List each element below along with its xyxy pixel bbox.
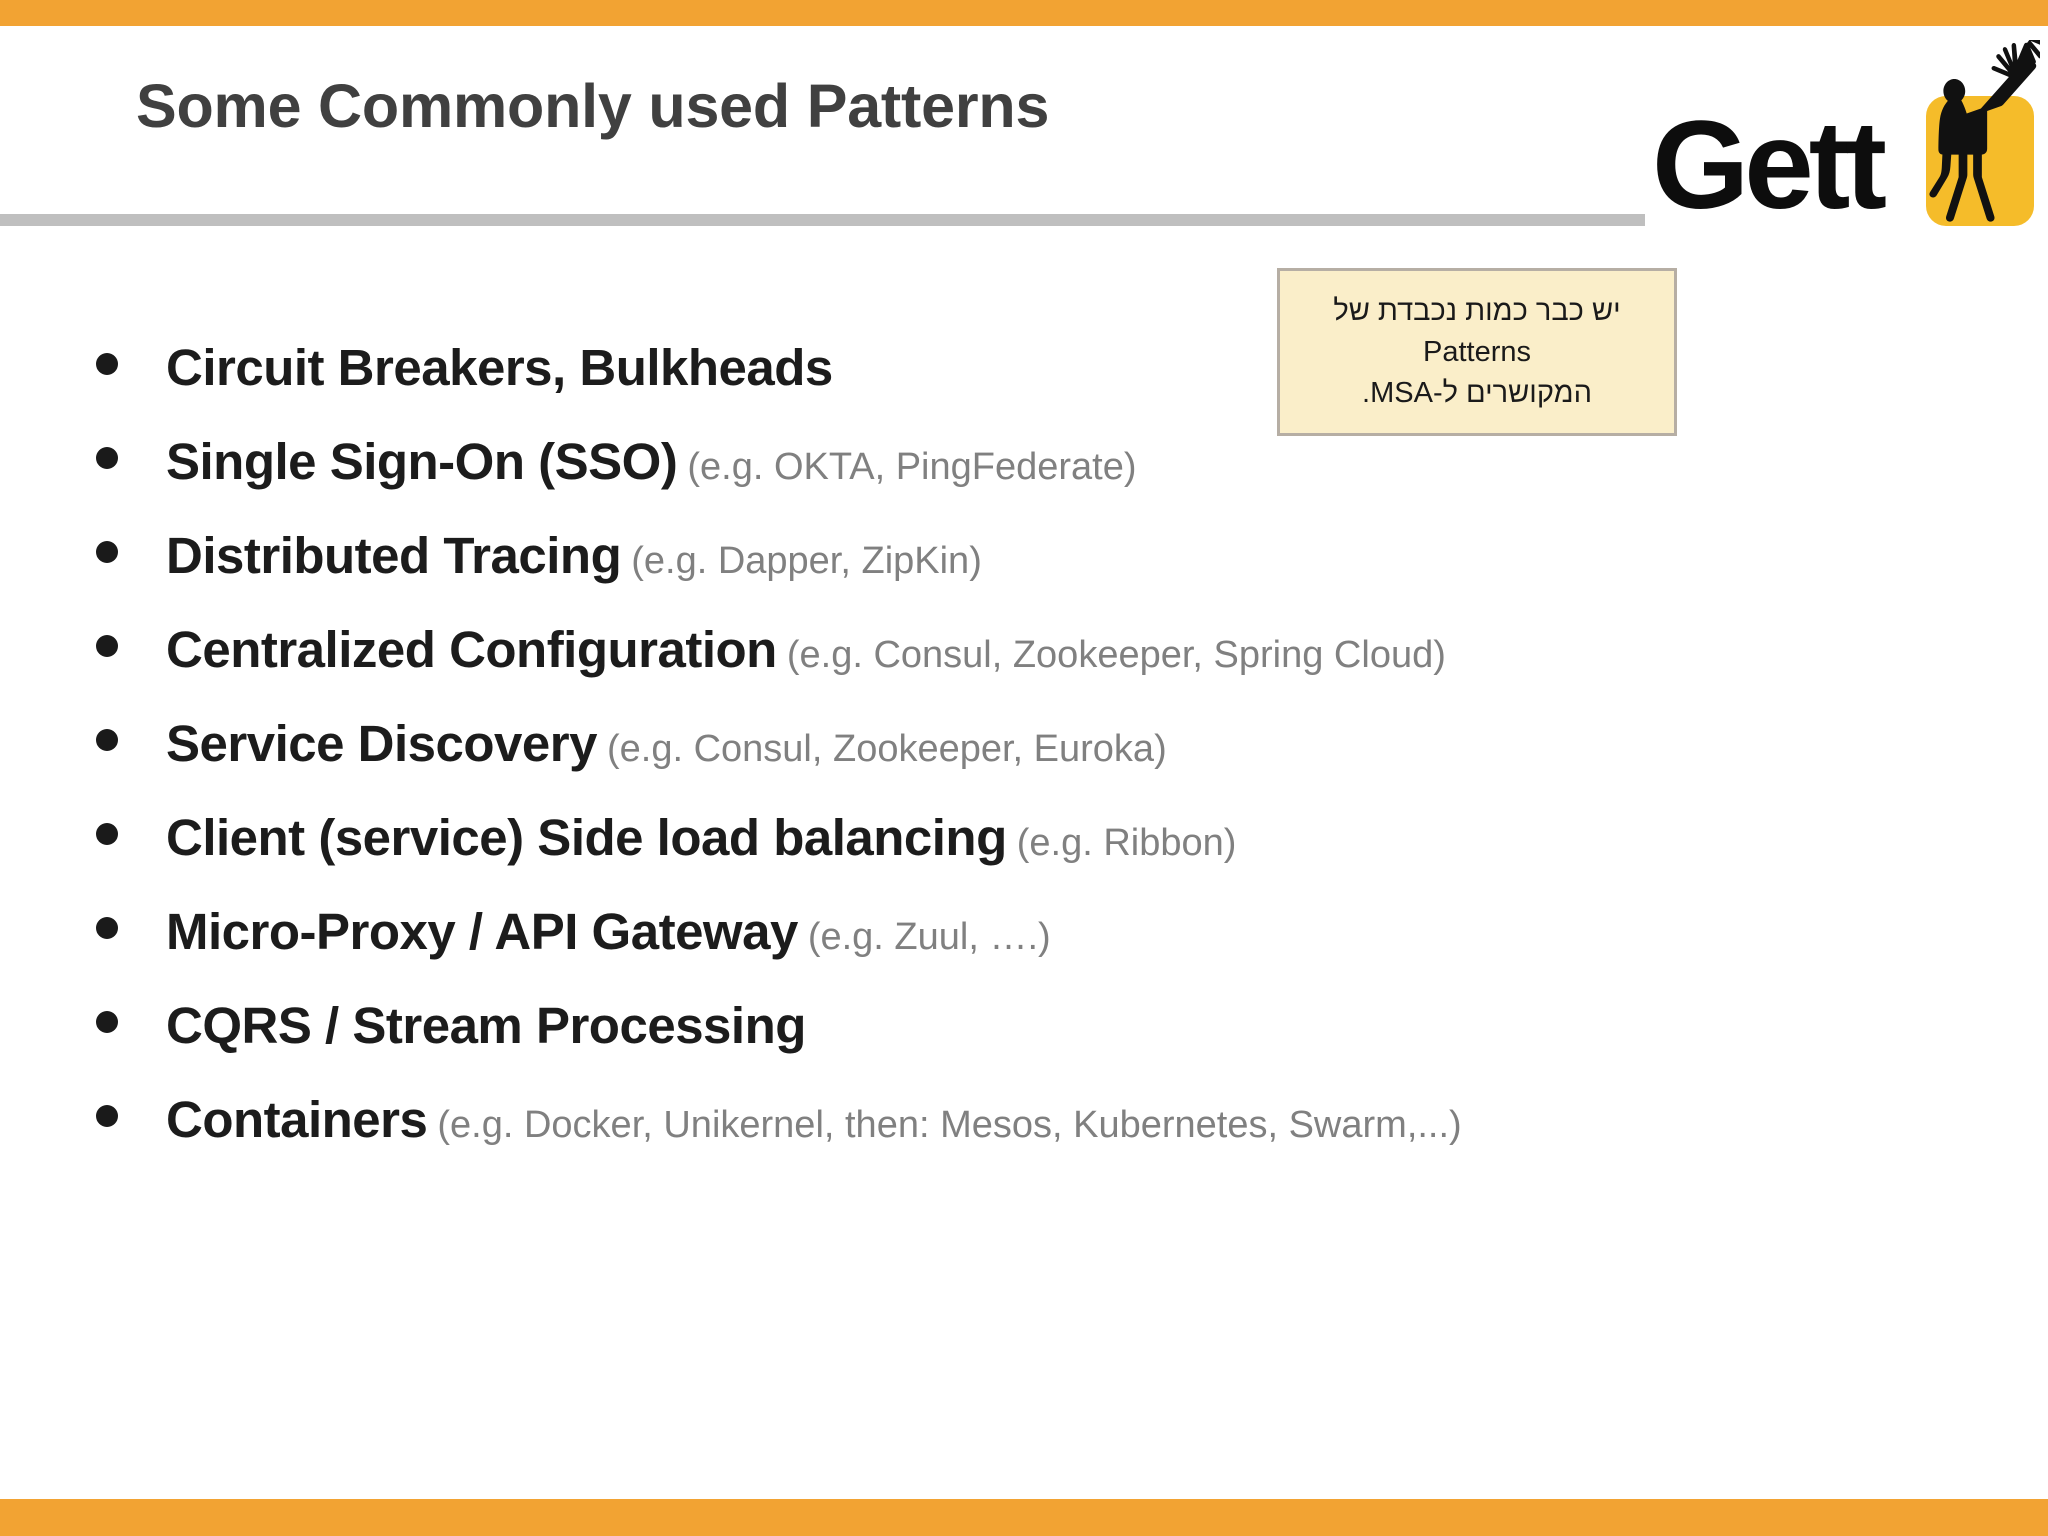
patterns-bullet-list: Circuit Breakers, Bulkheads Single Sign-… — [96, 338, 1976, 1184]
list-item-title: Single Sign-On (SSO) — [166, 433, 678, 490]
list-item: Centralized Configuration(e.g. Consul, Z… — [96, 620, 1976, 714]
gett-logo: Gett — [1652, 38, 2042, 228]
list-item: Distributed Tracing(e.g. Dapper, ZipKin) — [96, 526, 1976, 620]
bullet-dot-icon — [96, 447, 118, 469]
list-item: Single Sign-On (SSO)(e.g. OKTA, PingFede… — [96, 432, 1976, 526]
bullet-dot-icon — [96, 635, 118, 657]
list-item-title: CQRS / Stream Processing — [166, 997, 806, 1054]
list-item-title: Client (service) Side load balancing — [166, 809, 1007, 866]
bullet-dot-icon — [96, 729, 118, 751]
title-underline-rule — [0, 214, 1645, 226]
list-item-text: Circuit Breakers, Bulkheads — [166, 338, 1976, 397]
gett-person-waving-silhouette-icon — [1929, 40, 2040, 222]
list-item-note: (e.g. Consul, Zookeeper, Euroka) — [606, 728, 1167, 770]
bullet-dot-icon — [96, 917, 118, 939]
list-item: Circuit Breakers, Bulkheads — [96, 338, 1976, 432]
bullet-dot-icon — [96, 1105, 118, 1127]
callout-line-1: יש כבר כמות נכבדת של Patterns — [1333, 295, 1621, 369]
top-accent-bar — [0, 0, 2048, 26]
list-item-note: (e.g. Zuul, ….) — [807, 916, 1051, 958]
list-item-title: Circuit Breakers, Bulkheads — [166, 339, 833, 396]
list-item-title: Micro-Proxy / API Gateway — [166, 903, 798, 960]
list-item-text: Containers(e.g. Docker, Unikernel, then:… — [166, 1090, 1976, 1149]
list-item: Service Discovery(e.g. Consul, Zookeeper… — [96, 714, 1976, 808]
list-item-title: Distributed Tracing — [166, 527, 622, 584]
list-item-note: (e.g. Docker, Unikernel, then: Mesos, Ku… — [437, 1104, 1462, 1146]
list-item: CQRS / Stream Processing — [96, 996, 1976, 1090]
bottom-accent-bar — [0, 1499, 2048, 1536]
bullet-dot-icon — [96, 1011, 118, 1033]
bullet-dot-icon — [96, 823, 118, 845]
list-item-text: Distributed Tracing(e.g. Dapper, ZipKin) — [166, 526, 1976, 585]
list-item-text: Centralized Configuration(e.g. Consul, Z… — [166, 620, 1976, 679]
list-item-title: Containers — [166, 1091, 428, 1148]
list-item-text: Client (service) Side load balancing(e.g… — [166, 808, 1976, 867]
list-item-note: (e.g. OKTA, PingFederate) — [687, 446, 1137, 488]
list-item-title: Service Discovery — [166, 715, 597, 772]
list-item-text: CQRS / Stream Processing — [166, 996, 1976, 1055]
list-item-note: (e.g. Dapper, ZipKin) — [631, 540, 982, 582]
list-item: Micro-Proxy / API Gateway(e.g. Zuul, ….) — [96, 902, 1976, 996]
bullet-dot-icon — [96, 353, 118, 375]
list-item-title: Centralized Configuration — [166, 621, 777, 678]
page-title: Some Commonly used Patterns — [136, 72, 1050, 140]
hebrew-callout-box: יש כבר כמות נכבדת של Patterns המקושרים ל… — [1277, 268, 1677, 436]
callout-line-2: המקושרים ל-MSA. — [1362, 377, 1592, 410]
logo-wordmark: Gett — [1652, 96, 1887, 235]
bullet-dot-icon — [96, 541, 118, 563]
list-item-note: (e.g. Ribbon) — [1016, 822, 1237, 864]
list-item-text: Micro-Proxy / API Gateway(e.g. Zuul, ….) — [166, 902, 1976, 961]
list-item: Client (service) Side load balancing(e.g… — [96, 808, 1976, 902]
list-item-note: (e.g. Consul, Zookeeper, Spring Cloud) — [786, 634, 1446, 676]
list-item-text: Single Sign-On (SSO)(e.g. OKTA, PingFede… — [166, 432, 1976, 491]
list-item-text: Service Discovery(e.g. Consul, Zookeeper… — [166, 714, 1976, 773]
list-item: Containers(e.g. Docker, Unikernel, then:… — [96, 1090, 1976, 1184]
